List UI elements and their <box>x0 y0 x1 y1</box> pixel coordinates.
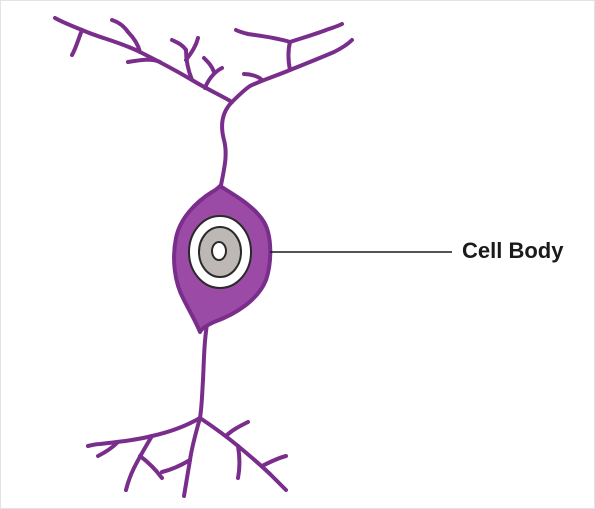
cell-body-label: Cell Body <box>462 236 563 266</box>
nucleolus <box>212 242 226 260</box>
dendrites <box>55 18 352 190</box>
axon-terminals <box>88 418 286 496</box>
